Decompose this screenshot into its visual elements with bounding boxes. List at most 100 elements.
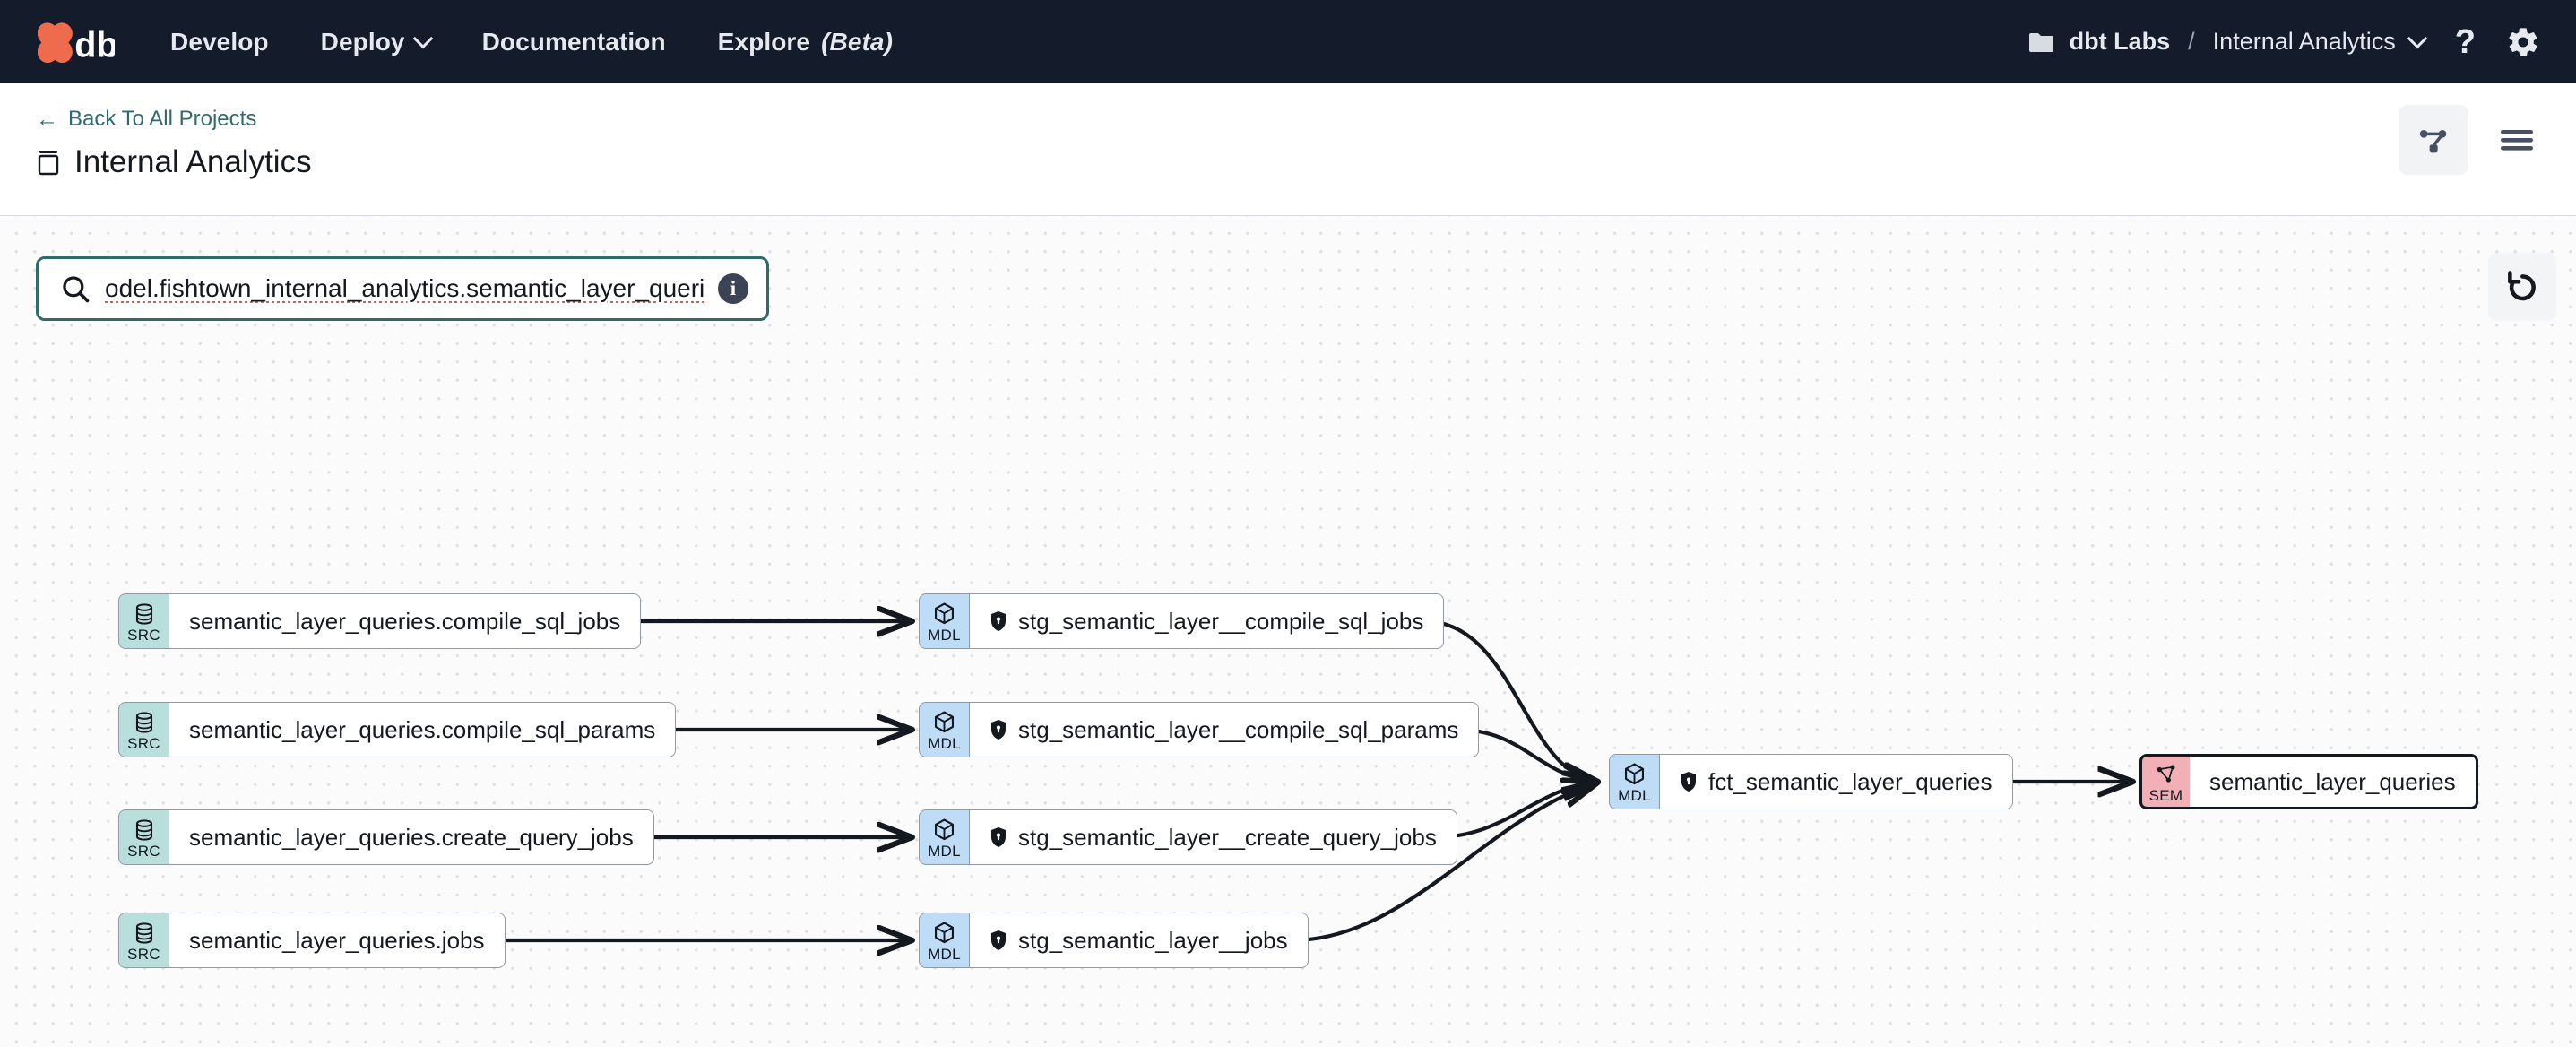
header-actions bbox=[2399, 105, 2544, 175]
node-type-badge-sem: SEM bbox=[2139, 754, 2190, 809]
svg-text:dbt: dbt bbox=[74, 25, 115, 65]
database-cylinder-icon bbox=[135, 818, 152, 841]
graph-node-src-compile-sql-params[interactable]: SRC semantic_layer_queries.compile_sql_p… bbox=[118, 702, 677, 757]
breadcrumb: dbt Labs / Internal Analytics bbox=[2028, 28, 2428, 56]
node-label: semantic_layer_queries.compile_sql_param… bbox=[189, 715, 656, 743]
nav-item-explore[interactable]: Explore (Beta) bbox=[718, 28, 893, 56]
node-type-badge-mdl: MDL bbox=[919, 702, 969, 757]
dbt-logo[interactable]: dbt bbox=[38, 15, 115, 69]
node-body: semantic_layer_queries bbox=[2190, 754, 2478, 809]
nav-right-cluster: dbt Labs / Internal Analytics ? bbox=[2028, 25, 2540, 59]
graph-node-mdl-stg-create-query-jobs[interactable]: MDL stg_semantic_layer__create_query_job… bbox=[919, 809, 1457, 865]
nav-badge-beta: (Beta) bbox=[821, 27, 894, 56]
search-input[interactable]: odel.fishtown_internal_analytics.semanti… bbox=[105, 274, 704, 302]
node-body: stg_semantic_layer__compile_sql_params bbox=[969, 702, 1480, 757]
node-type-badge-src: SRC bbox=[118, 809, 169, 865]
info-icon[interactable]: i bbox=[718, 273, 748, 304]
graph-node-mdl-fct-semantic-layer-queries[interactable]: MDL fct_semantic_layer_queries bbox=[1609, 754, 2013, 809]
lineage-edges-layer bbox=[480, 216, 2576, 1047]
node-type-code: SRC bbox=[127, 734, 160, 752]
private-shield-icon bbox=[1681, 772, 1696, 792]
semantic-network-icon bbox=[2157, 764, 2175, 783]
node-type-badge-src: SRC bbox=[118, 913, 169, 968]
node-label: semantic_layer_queries.jobs bbox=[189, 926, 485, 954]
database-cylinder-icon bbox=[135, 711, 152, 733]
settings-button[interactable] bbox=[2506, 25, 2540, 59]
nav-item-documentation[interactable]: Documentation bbox=[482, 28, 666, 56]
graph-node-src-create-query-jobs[interactable]: SRC semantic_layer_queries.create_query_… bbox=[118, 809, 654, 865]
private-shield-icon bbox=[991, 827, 1006, 847]
node-body: fct_semantic_layer_queries bbox=[1659, 754, 2013, 809]
hamburger-menu-button[interactable] bbox=[2490, 105, 2544, 175]
node-label: semantic_layer_queries bbox=[2209, 767, 2456, 795]
cube-icon bbox=[934, 711, 955, 733]
node-body: semantic_layer_queries.compile_sql_jobs bbox=[169, 593, 642, 649]
chevron-down-icon[interactable] bbox=[2407, 28, 2428, 49]
node-search-box[interactable]: odel.fishtown_internal_analytics.semanti… bbox=[36, 256, 769, 321]
graph-node-mdl-stg-compile-sql-params[interactable]: MDL stg_semantic_layer__compile_sql_para… bbox=[919, 702, 1480, 757]
node-label: semantic_layer_queries.create_query_jobs bbox=[189, 823, 634, 851]
arrow-left-icon: ← bbox=[36, 106, 58, 132]
database-cylinder-icon bbox=[135, 922, 152, 944]
node-body: semantic_layer_queries.create_query_jobs bbox=[169, 809, 654, 865]
nav-item-deploy[interactable]: Deploy bbox=[320, 27, 433, 56]
reset-graph-button[interactable] bbox=[2488, 253, 2556, 321]
search-icon bbox=[63, 276, 90, 303]
node-label: stg_semantic_layer__create_query_jobs bbox=[1018, 823, 1437, 851]
nav-label-deploy: Deploy bbox=[320, 27, 405, 56]
breadcrumb-project[interactable]: Internal Analytics bbox=[2212, 28, 2396, 55]
node-type-code: SRC bbox=[127, 945, 160, 963]
graph-node-sem-semantic-layer-queries[interactable]: SEM semantic_layer_queries bbox=[2139, 754, 2478, 809]
graph-node-mdl-stg-compile-sql-jobs[interactable]: MDL stg_semantic_layer__compile_sql_jobs bbox=[919, 593, 1445, 649]
project-jar-icon bbox=[38, 151, 59, 176]
node-body: stg_semantic_layer__jobs bbox=[969, 913, 1309, 968]
cube-icon bbox=[1624, 763, 1645, 785]
node-type-code: MDL bbox=[928, 735, 961, 752]
folder-icon bbox=[2028, 32, 2053, 52]
node-type-code: MDL bbox=[928, 843, 961, 860]
node-label: stg_semantic_layer__jobs bbox=[1018, 926, 1288, 954]
node-type-badge-src: SRC bbox=[118, 702, 169, 757]
edge-group bbox=[480, 621, 2132, 940]
node-label: stg_semantic_layer__compile_sql_params bbox=[1018, 715, 1459, 743]
node-label: stg_semantic_layer__compile_sql_jobs bbox=[1018, 607, 1424, 635]
hamburger-menu-icon bbox=[2501, 130, 2533, 151]
top-navigation-bar: dbt Develop Deploy Documentation Explore… bbox=[0, 0, 2576, 83]
nav-label-documentation: Documentation bbox=[481, 27, 666, 56]
lineage-graph-toggle-button[interactable] bbox=[2399, 105, 2468, 175]
edge-mdl4-fct bbox=[1292, 783, 1597, 943]
node-type-code: MDL bbox=[1618, 787, 1651, 804]
main-nav-links: Develop Deploy Documentation Explore (Be… bbox=[170, 28, 893, 56]
nav-item-develop[interactable]: Develop bbox=[170, 28, 269, 56]
node-type-badge-mdl: MDL bbox=[919, 809, 969, 865]
graph-node-mdl-stg-jobs[interactable]: MDL stg_semantic_layer__jobs bbox=[919, 913, 1309, 968]
graph-node-src-jobs[interactable]: SRC semantic_layer_queries.jobs bbox=[118, 913, 506, 968]
graph-node-src-compile-sql-jobs[interactable]: SRC semantic_layer_queries.compile_sql_j… bbox=[118, 593, 642, 649]
cube-icon bbox=[934, 922, 955, 944]
node-body: semantic_layer_queries.jobs bbox=[169, 913, 506, 968]
node-type-code: MDL bbox=[928, 627, 961, 644]
node-label: semantic_layer_queries.compile_sql_jobs bbox=[189, 607, 621, 635]
dbt-logo-icon: dbt bbox=[38, 22, 115, 65]
node-type-badge-src: SRC bbox=[118, 593, 169, 649]
cube-icon bbox=[934, 602, 955, 625]
back-to-all-projects-link[interactable]: ← Back To All Projects bbox=[36, 107, 256, 132]
question-mark-icon: ? bbox=[2454, 22, 2476, 61]
page-header: ← Back To All Projects Internal Analytic… bbox=[0, 83, 2576, 216]
private-shield-icon bbox=[991, 611, 1006, 631]
reset-rotate-left-icon bbox=[2508, 271, 2536, 301]
help-button[interactable]: ? bbox=[2455, 25, 2476, 59]
page-title: Internal Analytics bbox=[36, 144, 312, 180]
node-type-code: MDL bbox=[928, 946, 961, 963]
back-link-label: Back To All Projects bbox=[68, 107, 257, 131]
breadcrumb-org[interactable]: dbt Labs bbox=[2069, 28, 2171, 55]
node-type-badge-mdl: MDL bbox=[1609, 754, 1659, 809]
lineage-graph-icon bbox=[2419, 130, 2447, 153]
node-type-badge-mdl: MDL bbox=[919, 913, 969, 968]
private-shield-icon bbox=[991, 930, 1006, 950]
page-title-text: Internal Analytics bbox=[74, 144, 312, 179]
node-type-code: SRC bbox=[127, 626, 160, 644]
node-body: stg_semantic_layer__create_query_jobs bbox=[969, 809, 1457, 865]
breadcrumb-separator: / bbox=[2188, 28, 2195, 55]
nav-label-explore: Explore bbox=[717, 27, 811, 56]
